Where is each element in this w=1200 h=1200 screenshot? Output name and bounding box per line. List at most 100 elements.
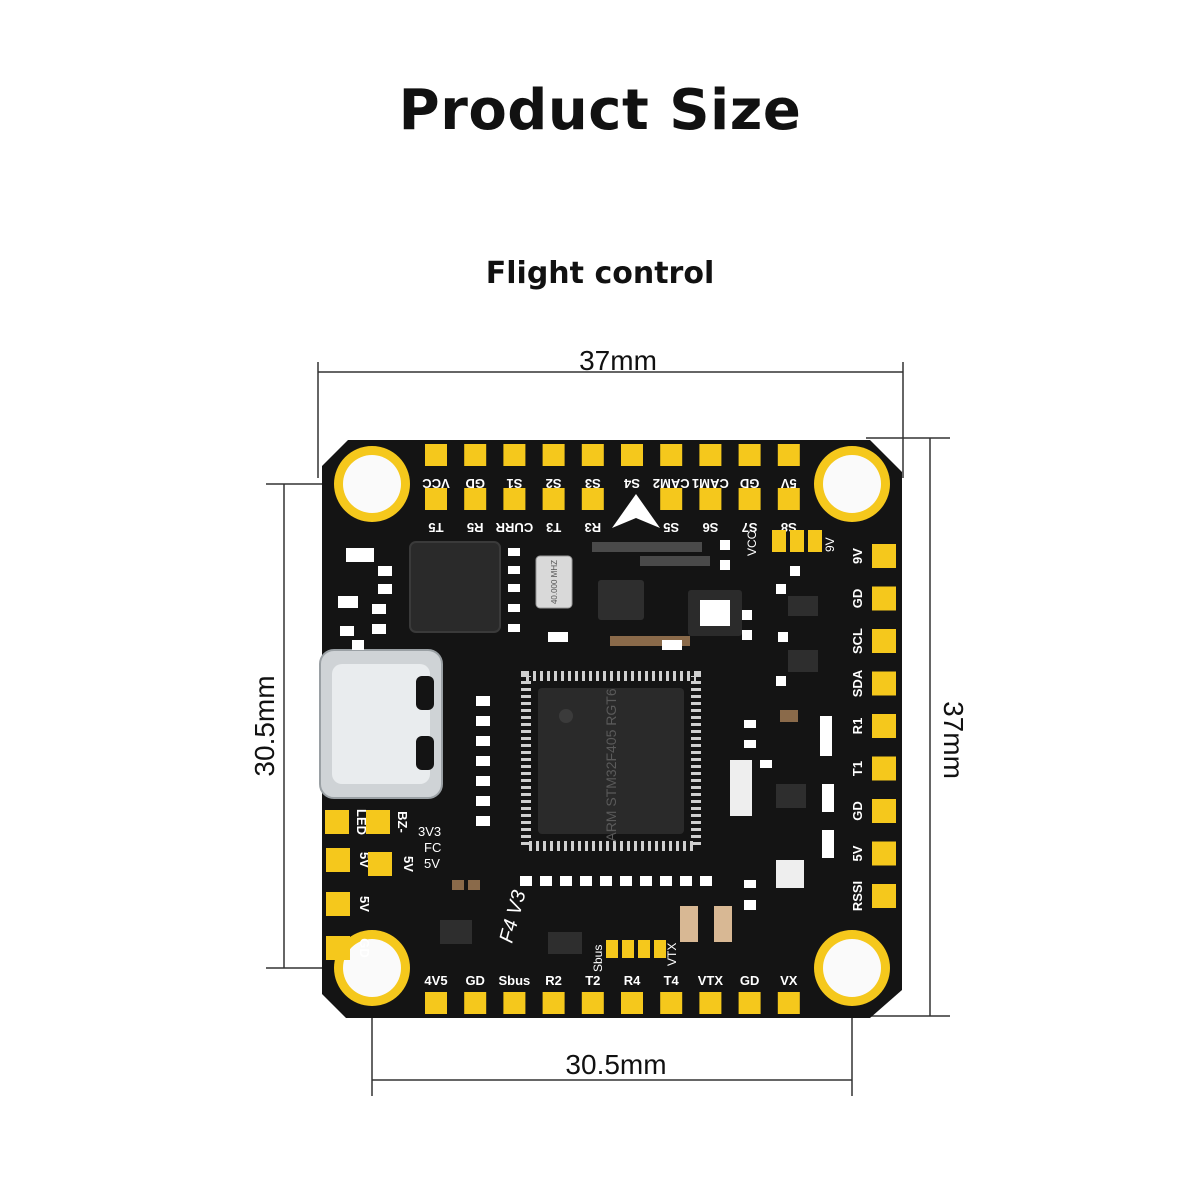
pad-label-top-lower: S5 bbox=[663, 520, 679, 535]
pad-label-bottom: VTX bbox=[698, 973, 724, 988]
solder-pad bbox=[738, 488, 761, 510]
pad-label-bottom: VX bbox=[780, 973, 798, 988]
smd-component bbox=[714, 906, 732, 942]
pad-label-top-upper: S4 bbox=[623, 476, 640, 491]
solder-pad bbox=[872, 586, 896, 611]
smd-component bbox=[776, 860, 804, 888]
dimension-right bbox=[866, 437, 950, 1017]
pad-label-top-upper: CAM1 bbox=[692, 476, 729, 491]
smd-component bbox=[340, 626, 354, 636]
smd-component bbox=[730, 760, 752, 816]
usb-c-port bbox=[319, 649, 443, 799]
smd-component bbox=[476, 756, 490, 766]
solder-pad bbox=[699, 992, 722, 1014]
solder-pad bbox=[425, 444, 447, 466]
solder-pad bbox=[872, 671, 896, 696]
smd-component bbox=[476, 736, 490, 746]
solder-pad bbox=[464, 992, 487, 1014]
pad-label-bottom: GD bbox=[740, 973, 760, 988]
smd-component bbox=[352, 640, 364, 650]
solder-pad bbox=[542, 444, 565, 466]
smd-component bbox=[776, 584, 786, 594]
smd-component bbox=[610, 636, 690, 646]
pad-label-right: R1 bbox=[850, 718, 865, 735]
smd-component bbox=[592, 542, 702, 552]
solder-pad bbox=[503, 992, 526, 1014]
solder-pad bbox=[542, 488, 565, 510]
smd-component bbox=[662, 640, 682, 650]
smd-component bbox=[452, 880, 464, 890]
solder-pad bbox=[621, 992, 643, 1014]
solder-pad bbox=[581, 992, 604, 1014]
solder-pad bbox=[581, 444, 604, 466]
mcu-marking: ARM STM32F405 RGT6 bbox=[603, 688, 619, 841]
solder-pad bbox=[660, 444, 683, 466]
solder-pad bbox=[368, 852, 392, 876]
smd-component bbox=[760, 760, 772, 768]
solder-pad bbox=[503, 488, 526, 510]
solder-pad bbox=[425, 992, 447, 1014]
pad-label-top-lower: S7 bbox=[742, 520, 758, 535]
mounting-hole-icon bbox=[814, 446, 890, 522]
solder-pad bbox=[464, 488, 487, 510]
pad-label-top-lower: R3 bbox=[584, 520, 601, 535]
solder-pad bbox=[872, 841, 896, 866]
smd-component bbox=[372, 624, 386, 634]
smd-component bbox=[600, 876, 612, 886]
arrow-logo-icon bbox=[612, 494, 660, 528]
pad-label-top-lower: T5 bbox=[428, 520, 443, 535]
pad-label-left-inner: BZ- bbox=[395, 811, 410, 833]
smd-component bbox=[744, 740, 756, 748]
smd-component bbox=[720, 540, 730, 550]
smd-component bbox=[780, 710, 798, 722]
pad-label-bottom: 4V5 bbox=[424, 973, 447, 988]
mounting-hole-icon bbox=[334, 930, 410, 1006]
smd-component bbox=[540, 876, 552, 886]
smd-component bbox=[476, 796, 490, 806]
solder-pad bbox=[326, 892, 350, 916]
smd-component bbox=[508, 548, 520, 556]
smd-component bbox=[548, 932, 582, 954]
solder-pad bbox=[325, 810, 349, 834]
solder-pad bbox=[738, 444, 761, 466]
solder-pad bbox=[326, 936, 350, 960]
solder-pad bbox=[872, 714, 896, 738]
smd-component bbox=[744, 900, 756, 910]
smd-component bbox=[640, 556, 710, 566]
smd-component bbox=[378, 566, 392, 576]
smd-component bbox=[440, 920, 472, 944]
solder-pad bbox=[542, 992, 565, 1014]
smd-component bbox=[820, 716, 832, 756]
smd-component bbox=[822, 830, 834, 858]
crystal: 40.000 MHZ bbox=[535, 555, 573, 609]
smd-components bbox=[338, 540, 834, 954]
smd-component bbox=[720, 560, 730, 570]
solder-pad bbox=[425, 488, 447, 510]
pad-label-right: GD bbox=[850, 801, 865, 821]
pad-label-left-outer: 5V bbox=[357, 896, 372, 912]
label-fc: FC bbox=[424, 840, 441, 855]
smd-component bbox=[776, 784, 806, 808]
pad-label-right: GD bbox=[850, 589, 865, 609]
solder-pad bbox=[660, 992, 683, 1014]
solder-pad bbox=[366, 810, 390, 834]
smd-component bbox=[620, 876, 632, 886]
baro-chip bbox=[598, 580, 644, 620]
pad-label-right: SDA bbox=[850, 669, 865, 697]
smd-component bbox=[378, 584, 392, 594]
smd-component bbox=[680, 906, 698, 942]
smd-component bbox=[680, 876, 692, 886]
solder-pad bbox=[777, 444, 800, 466]
dimension-right-label: 37mm bbox=[938, 701, 969, 779]
dimension-left-label: 30.5mm bbox=[249, 675, 280, 776]
smd-component bbox=[520, 876, 532, 886]
pad-label-left-outer: 5V bbox=[401, 856, 416, 872]
solder-pad bbox=[738, 992, 761, 1014]
page-subtitle: Flight control bbox=[485, 256, 715, 291]
pad-label-bottom: R4 bbox=[624, 973, 641, 988]
smd-component bbox=[742, 630, 752, 640]
